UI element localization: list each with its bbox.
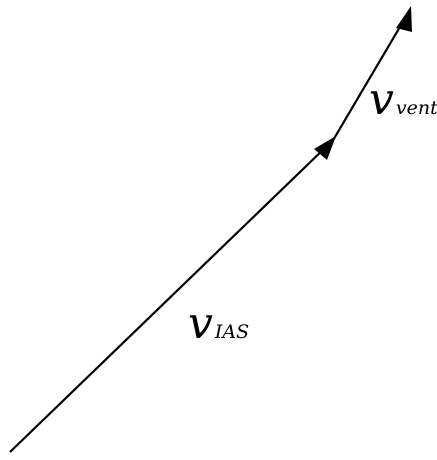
label-v-ias-base: v (188, 298, 213, 349)
label-v-vent-base: v (369, 74, 394, 125)
vector-v-ias-arrowhead (314, 136, 336, 160)
label-v-ias-subscript: IAS (214, 321, 249, 343)
vector-v-vent (331, 6, 412, 143)
vector-v-ias-shaft (9, 144, 329, 453)
label-v-vent-subscript: vent (396, 97, 437, 119)
vector-v-vent-shaft (331, 14, 408, 143)
vector-v-ias (9, 136, 336, 453)
vector-v-vent-arrowhead (396, 6, 412, 32)
